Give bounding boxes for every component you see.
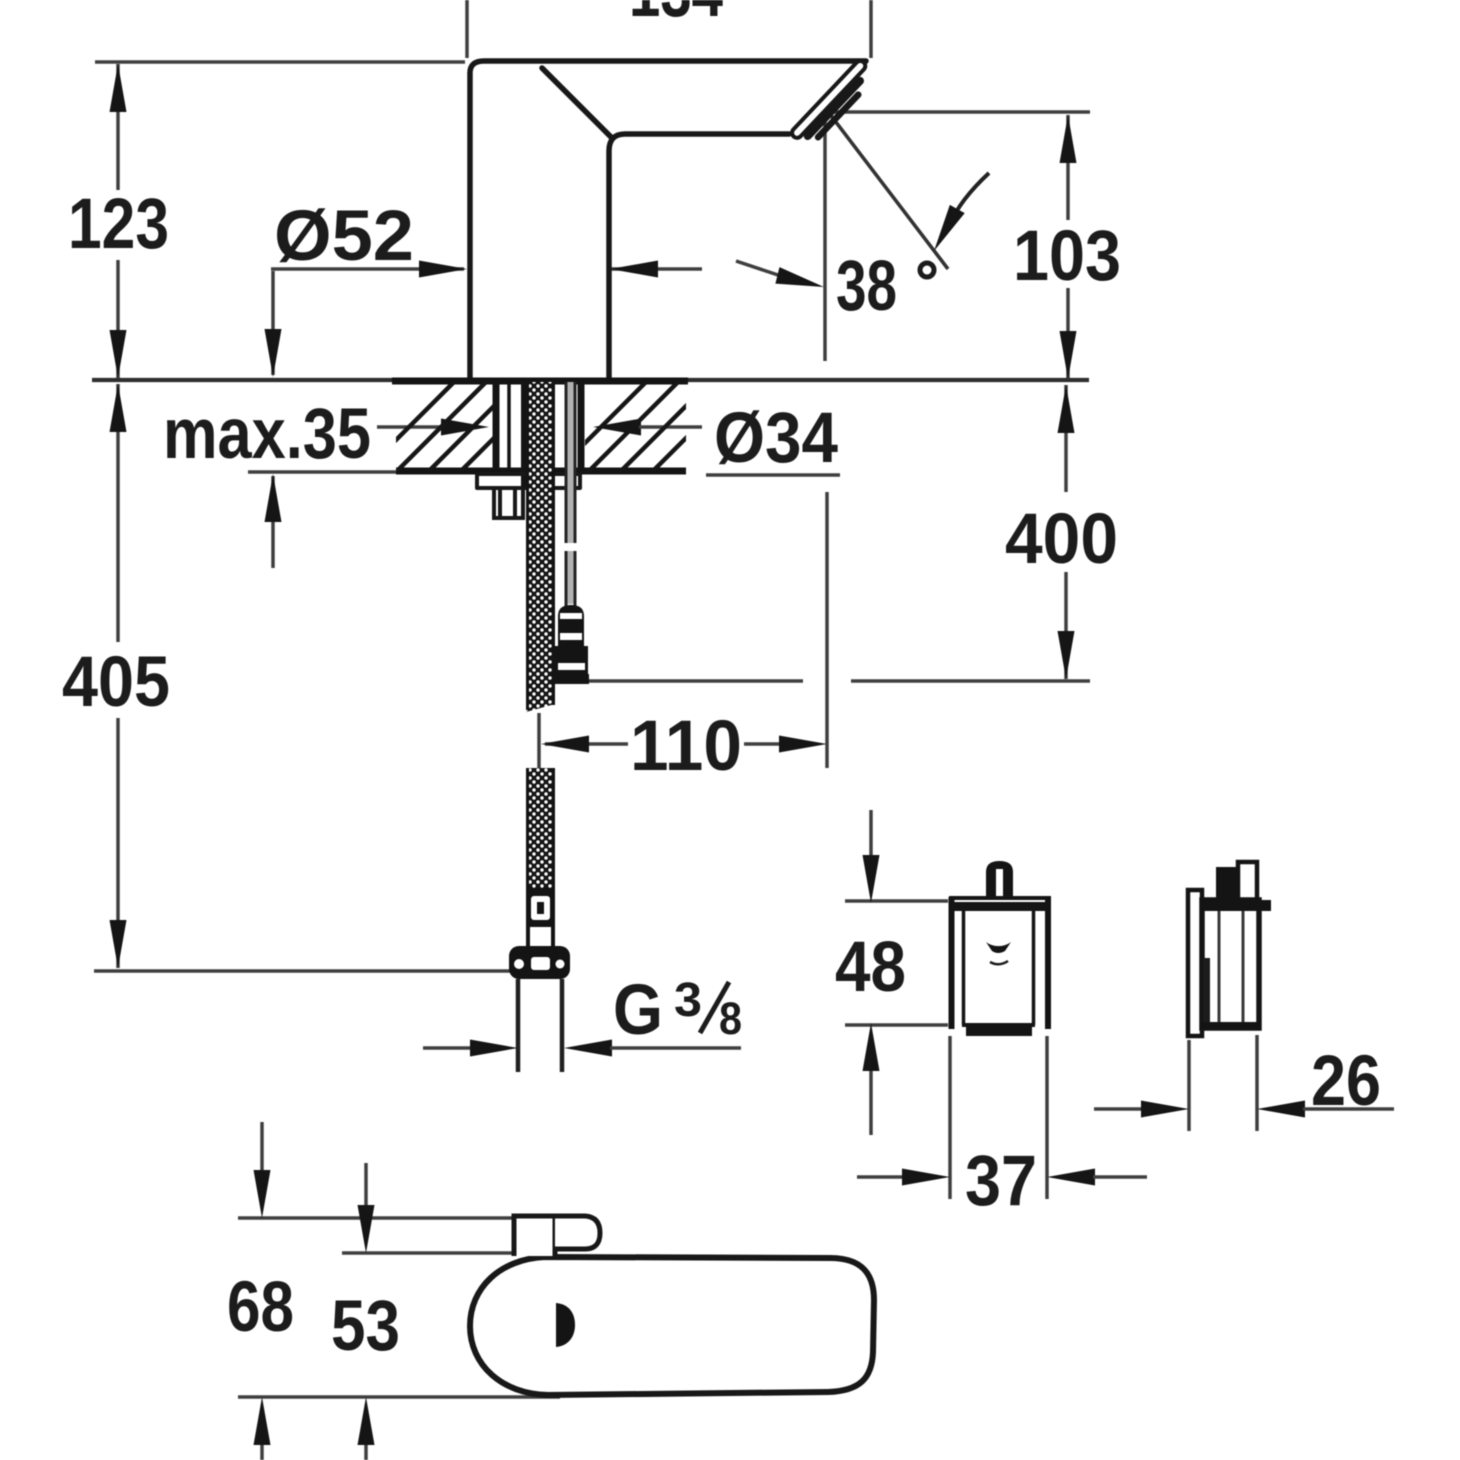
svg-text:38: 38: [836, 247, 897, 326]
svg-text:53: 53: [331, 1287, 400, 1366]
svg-text:3: 3: [674, 974, 702, 1027]
svg-text:G: G: [613, 971, 663, 1050]
svg-text:37: 37: [965, 1142, 1037, 1221]
svg-text:134: 134: [629, 0, 723, 32]
svg-text:Ø34: Ø34: [714, 399, 838, 478]
svg-text:8: 8: [719, 993, 742, 1044]
svg-text:max.35: max.35: [163, 395, 371, 474]
svg-text:405: 405: [62, 643, 170, 722]
svg-text:103: 103: [1013, 217, 1121, 296]
svg-text:400: 400: [1005, 500, 1118, 579]
svg-text:Ø52: Ø52: [274, 197, 414, 276]
svg-text:110: 110: [630, 707, 742, 786]
svg-text:68: 68: [227, 1268, 294, 1347]
svg-text:48: 48: [835, 928, 906, 1007]
svg-text:123: 123: [68, 185, 169, 264]
